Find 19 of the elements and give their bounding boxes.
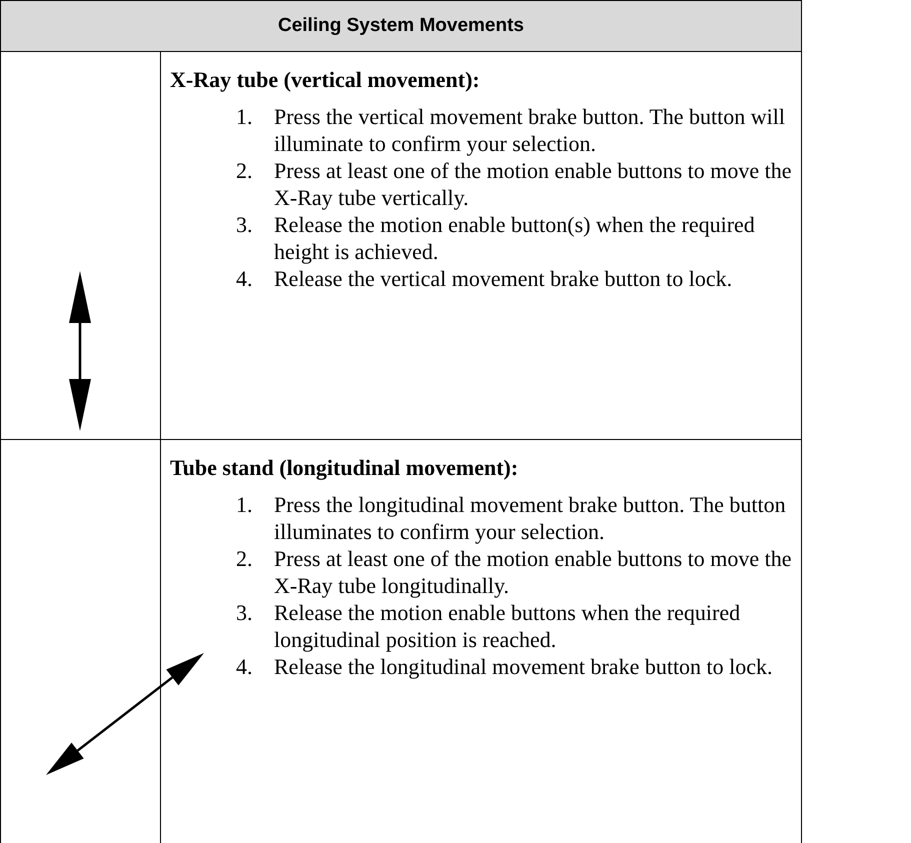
step-text: Press at least one of the motion enable buttons to move the X-Ray tube longitudinally. — [274, 546, 792, 598]
step-text: Press the longitudinal movement brake button. The button illuminates to confirm your selection. — [274, 492, 786, 544]
step-number: 2. — [236, 545, 252, 572]
step-number: 2. — [236, 157, 252, 184]
step-number: 4. — [236, 653, 252, 680]
step-number: 1. — [236, 491, 252, 518]
step-number: 3. — [236, 211, 252, 238]
step-number: 1. — [236, 103, 252, 130]
step-text: Press at least one of the motion enable buttons to move the X-Ray tube vertically. — [274, 158, 792, 210]
section-heading: Tube stand (longitudinal movement): — [170, 454, 520, 481]
table-title: Ceiling System Movements — [278, 15, 524, 37]
step-text: Press the vertical movement brake button. The button will illuminate to confirm your selection. — [274, 104, 785, 156]
step-text: Release the motion enable buttons when the required longitudinal position is reached. — [274, 600, 740, 652]
step-text: Release the longitudinal movement brake button to lock. — [274, 654, 773, 679]
step-text: Release the vertical movement brake button to lock. — [274, 266, 732, 291]
step-number: 3. — [236, 599, 252, 626]
step-number: 4. — [236, 265, 252, 292]
section-heading: X-Ray tube (vertical movement): — [170, 66, 481, 93]
step-text: Release the motion enable button(s) when the required height is achieved. — [274, 212, 755, 264]
